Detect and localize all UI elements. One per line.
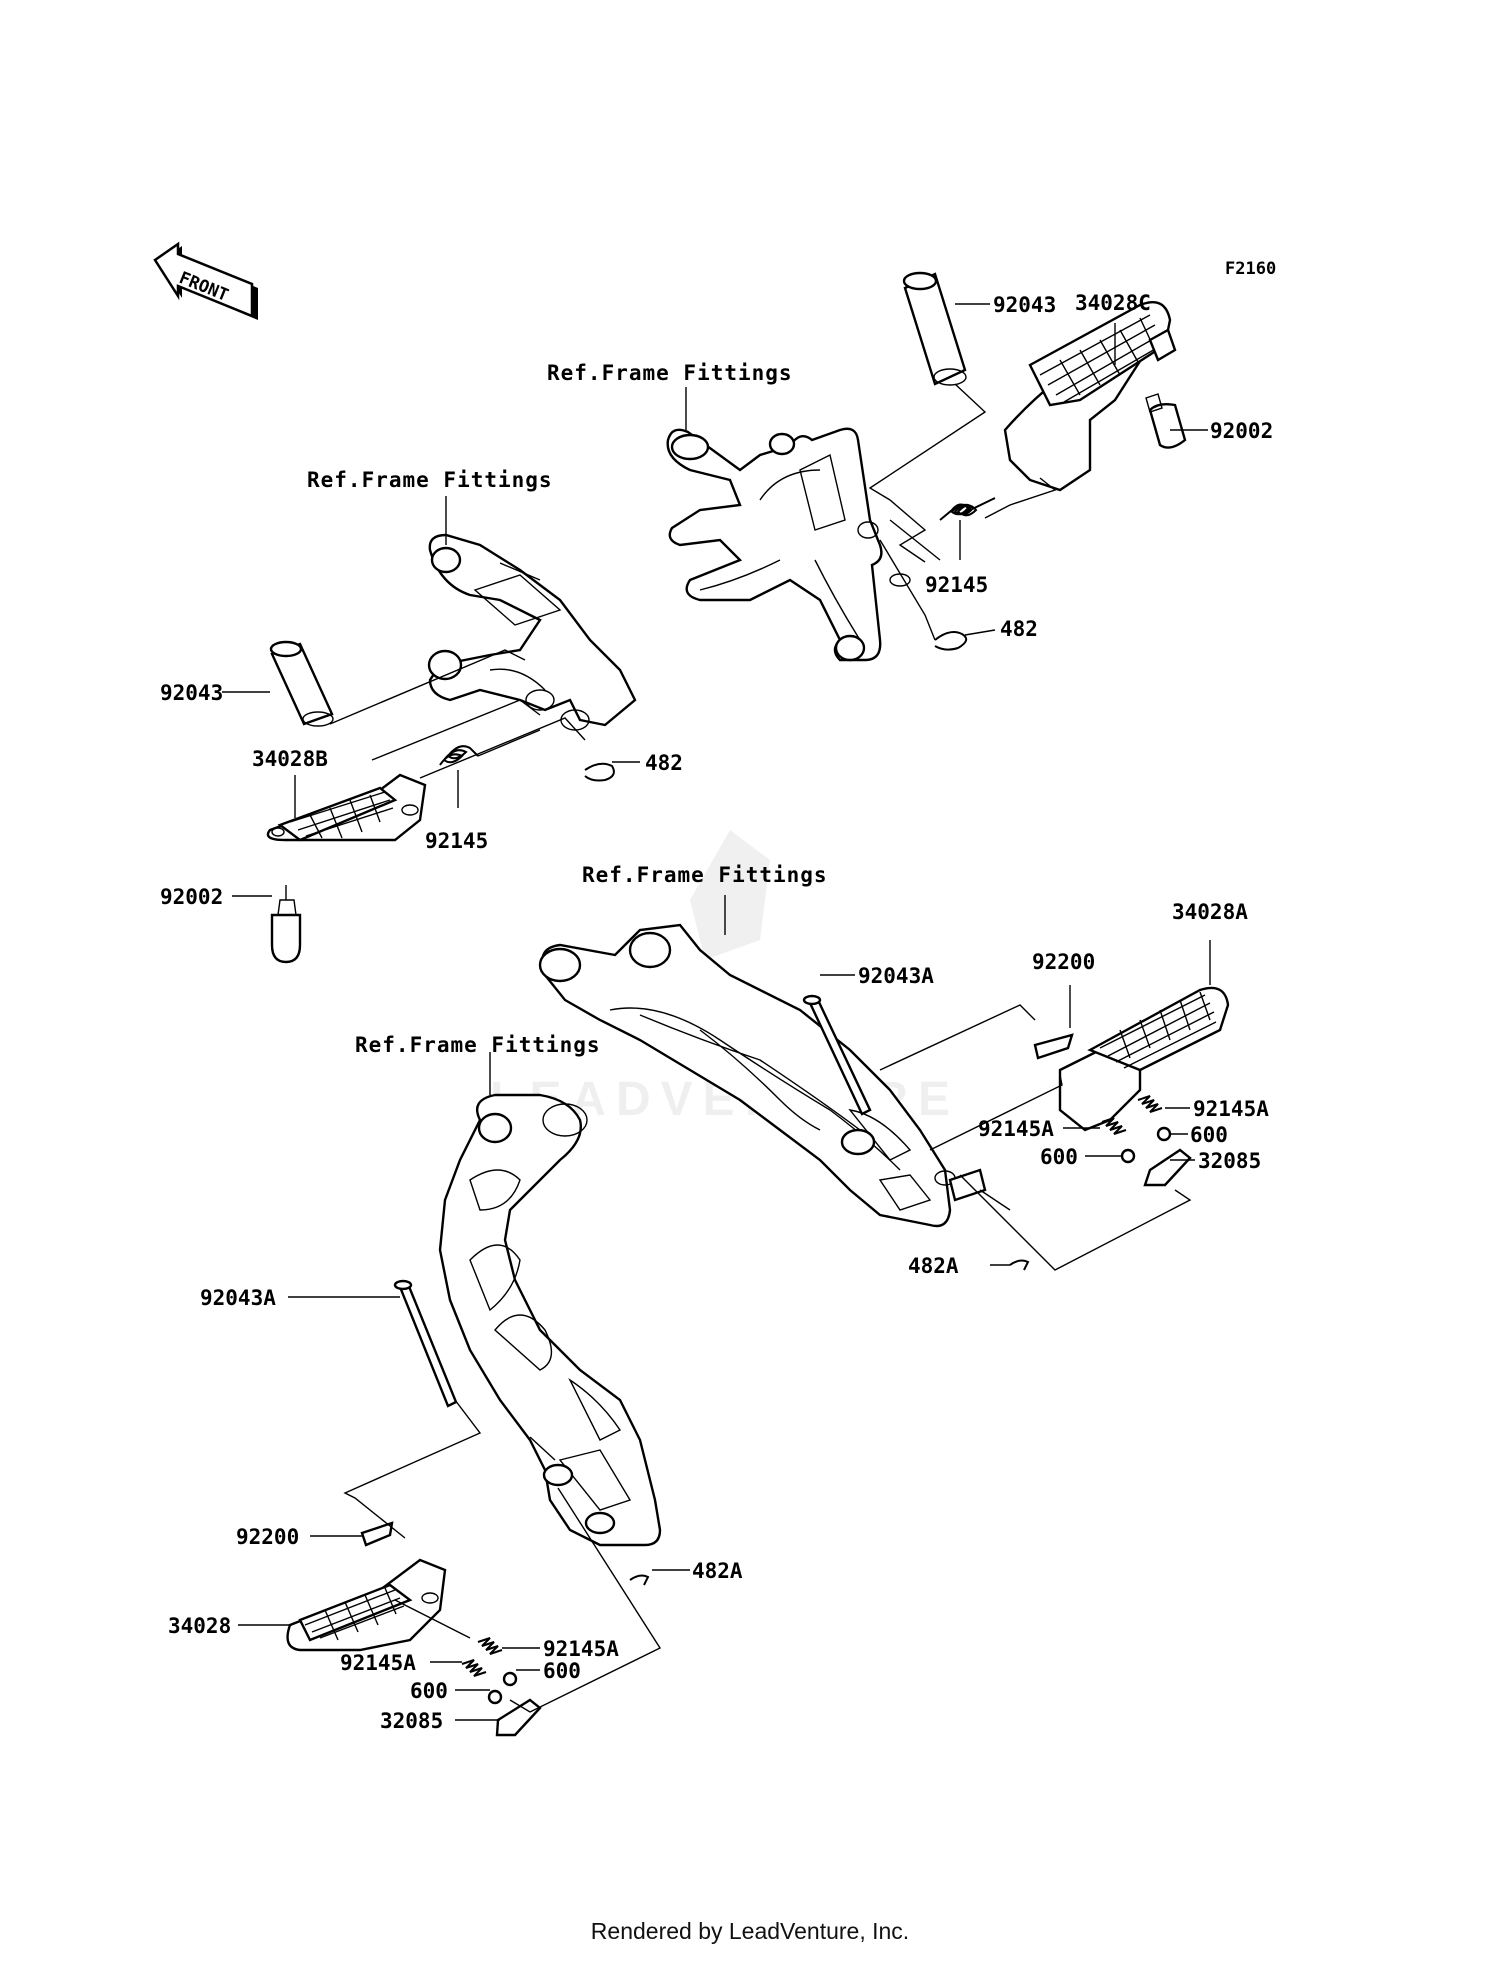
part-label-34028A: 34028A — [1172, 900, 1248, 924]
part-label-34028C: 34028C — [1075, 291, 1151, 315]
part-label-92145A: 92145A — [1193, 1097, 1269, 1121]
part-label-92145A: 92145A — [340, 1651, 416, 1675]
rear-left-cotter-pin — [584, 762, 615, 782]
part-label-482A: 482A — [692, 1559, 743, 1583]
front-left-cotter-pin — [629, 1574, 650, 1586]
part-label-600: 600 — [1040, 1145, 1078, 1169]
ref-frame-fittings-label: Ref.Frame Fittings — [355, 1033, 601, 1057]
part-label-34028B: 34028B — [252, 747, 328, 771]
ref-frame-fittings-label: Ref.Frame Fittings — [547, 361, 793, 385]
part-label-92002: 92002 — [160, 885, 223, 909]
front-left-footrest-bracket — [438, 1093, 662, 1547]
part-label-92145A: 92145A — [978, 1117, 1054, 1141]
figure-code: F2160 — [1225, 259, 1276, 279]
part-label-482: 482 — [1000, 617, 1038, 641]
rear-left-footpeg — [266, 773, 427, 842]
front-left-plate — [495, 1698, 542, 1737]
front-left-washer — [360, 1521, 394, 1547]
rear-left-pivot-pin — [269, 640, 334, 727]
rear-right-footrest-bracket — [666, 427, 911, 662]
part-label-92043A: 92043A — [858, 964, 934, 988]
rear-right-cotter-pin — [934, 631, 968, 651]
ref-frame-fittings-label: Ref.Frame Fittings — [582, 863, 828, 887]
part-label-92002: 92002 — [1210, 419, 1273, 443]
part-label-482: 482 — [645, 751, 683, 775]
part-label-92145: 92145 — [925, 573, 988, 597]
rear-left-spring — [439, 745, 479, 766]
rear-left-rubber-cap — [270, 885, 302, 964]
front-left-footpeg — [286, 1558, 447, 1652]
front-left-detent-ball — [487, 1671, 518, 1705]
part-label-482A: 482A — [908, 1254, 959, 1278]
front-left-pivot-bolt — [393, 1279, 458, 1408]
front-left-detent-spring — [461, 1637, 503, 1677]
front-right-detent-ball — [1120, 1126, 1172, 1164]
part-label-600: 600 — [410, 1679, 448, 1703]
part-label-92200: 92200 — [1032, 950, 1095, 974]
rear-right-rubber-cap — [1145, 393, 1187, 449]
rear-right-footpeg — [1003, 300, 1177, 492]
rear-right-pivot-pin — [902, 271, 967, 386]
front-right-footpeg — [1058, 986, 1230, 1132]
part-label-92145: 92145 — [425, 829, 488, 853]
front-right-plate — [1143, 1148, 1192, 1187]
part-label-34028: 34028 — [168, 1614, 231, 1638]
ref-frame-fittings-label: Ref.Frame Fittings — [307, 468, 553, 492]
front-right-pivot-bolt — [802, 994, 872, 1116]
part-label-92043A: 92043A — [200, 1286, 276, 1310]
part-label-92145A: 92145A — [543, 1637, 619, 1661]
watermark-logo — [690, 830, 770, 960]
front-right-washer — [1033, 1033, 1074, 1060]
part-label-32085: 32085 — [380, 1709, 443, 1733]
rear-right-spring — [939, 497, 996, 521]
part-label-92043: 92043 — [160, 681, 223, 705]
front-arrow-icon: FRONT — [153, 241, 258, 320]
part-label-32085: 32085 — [1198, 1149, 1261, 1173]
front-right-cotter-pin — [1009, 1259, 1030, 1271]
leader-lines — [222, 303, 1211, 1721]
part-label-92043: 92043 — [993, 293, 1056, 317]
footer-credit: Rendered by LeadVenture, Inc. — [590, 1918, 910, 1944]
rear-left-footrest-bracket — [427, 533, 637, 731]
front-right-footrest-bracket — [538, 923, 987, 1228]
part-label-92200: 92200 — [236, 1525, 299, 1549]
part-label-600: 600 — [1190, 1123, 1228, 1147]
part-label-600: 600 — [543, 1659, 581, 1683]
front-right-detent-spring — [1101, 1095, 1163, 1135]
